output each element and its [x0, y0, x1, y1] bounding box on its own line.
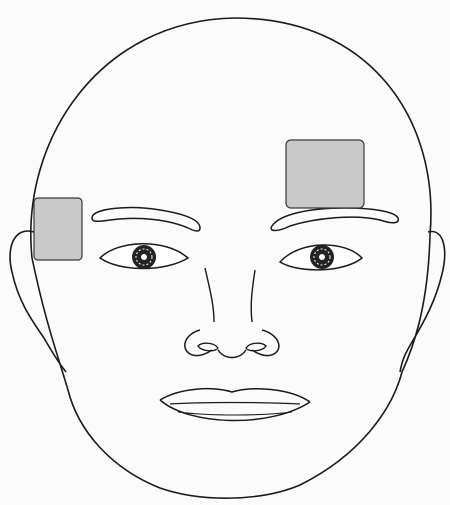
electrode-right-forehead	[286, 140, 364, 208]
electrode-left-temple	[34, 198, 82, 260]
